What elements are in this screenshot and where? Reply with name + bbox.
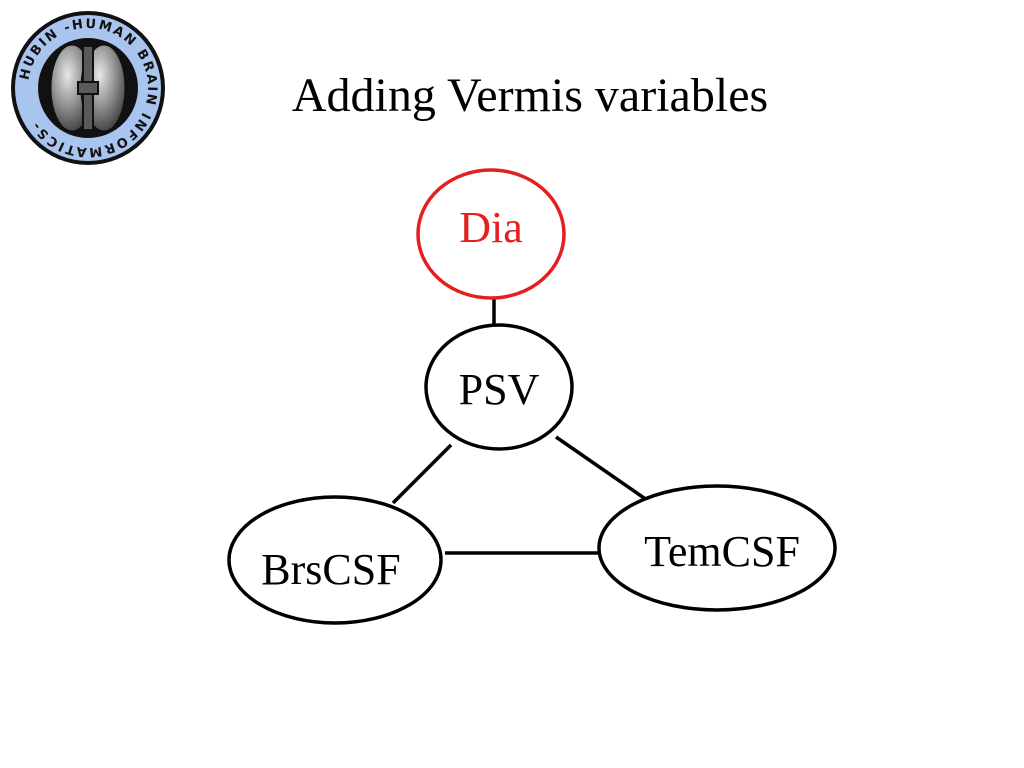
node-dia: Dia [416,168,566,300]
node-label-psv: PSV [459,365,540,414]
node-brscsf: BrsCSF [227,495,443,625]
page-title: Adding Vermis variables [291,69,769,122]
hubin-logo: HUBIN -HUMAN BRAIN INFORMATICS- [11,11,165,165]
brain-icon [48,42,128,134]
edge-psv-brscsf [391,443,453,505]
node-label-brscsf: BrsCSF [261,545,400,594]
node-label-temcsf: TemCSF [644,527,800,576]
node-temcsf: TemCSF [597,484,837,612]
edge-psv-temcsf [555,435,648,502]
node-psv: PSV [424,323,574,451]
node-label-dia: Dia [459,203,523,252]
